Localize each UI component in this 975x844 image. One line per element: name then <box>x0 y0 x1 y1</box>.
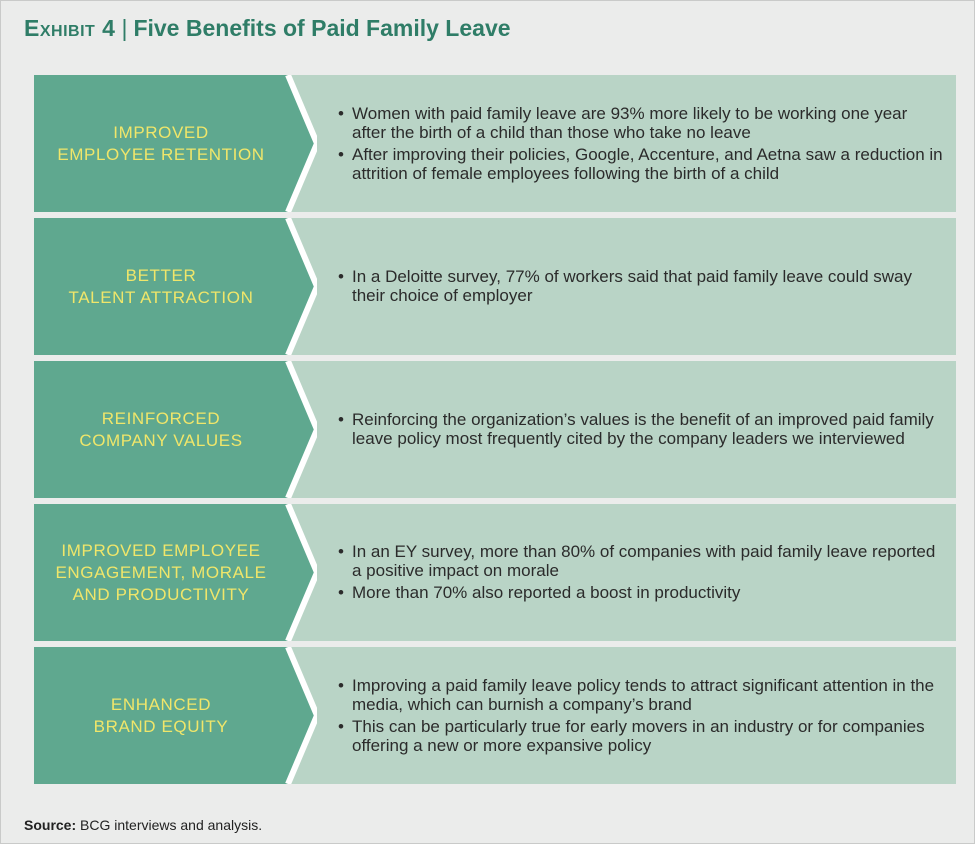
benefit-bullet: This can be particularly true for early … <box>334 717 946 755</box>
benefit-bullets: Women with paid family leave are 93% mor… <box>334 75 946 212</box>
benefit-bullets: Reinforcing the organization’s values is… <box>334 361 946 498</box>
benefit-bullet: Improving a paid family leave policy ten… <box>334 676 946 714</box>
benefit-label: IMPROVED EMPLOYEE RETENTION <box>57 122 265 164</box>
benefit-bullets: In an EY survey, more than 80% of compan… <box>334 504 946 641</box>
benefit-row: IMPROVED EMPLOYEE ENGAGEMENT, MORALE AND… <box>34 504 956 641</box>
benefit-bullets: In a Deloitte survey, 77% of workers sai… <box>334 218 946 355</box>
benefit-bullets: Improving a paid family leave policy ten… <box>334 647 946 784</box>
benefit-row: BETTER TALENT ATTRACTION In a Deloitte su… <box>34 218 956 355</box>
benefit-bullet: After improving their policies, Google, … <box>334 145 946 183</box>
benefit-bullet: In an EY survey, more than 80% of compan… <box>334 542 946 580</box>
source-text: BCG interviews and analysis. <box>76 817 263 833</box>
title-separator: | <box>121 15 128 41</box>
benefit-chevron: IMPROVED EMPLOYEE RETENTION <box>34 75 317 212</box>
benefit-bullet: Reinforcing the organization’s values is… <box>334 410 946 448</box>
title-text: Five Benefits of Paid Family Leave <box>133 15 511 41</box>
benefit-label: IMPROVED EMPLOYEE ENGAGEMENT, MORALE AND… <box>55 540 267 604</box>
benefit-label: BETTER TALENT ATTRACTION <box>68 265 254 307</box>
benefit-chevron: BETTER TALENT ATTRACTION <box>34 218 317 355</box>
benefit-bullet: Women with paid family leave are 93% mor… <box>334 104 946 142</box>
benefit-chevron: REINFORCED COMPANY VALUES <box>34 361 317 498</box>
benefit-chevron: IMPROVED EMPLOYEE ENGAGEMENT, MORALE AND… <box>34 504 317 641</box>
source-label: Source: <box>24 817 77 833</box>
benefit-bullet: More than 70% also reported a boost in p… <box>334 583 946 602</box>
exhibit-title: Exhibit 4|Five Benefits of Paid Family L… <box>24 15 511 42</box>
exhibit-number: Exhibit 4 <box>24 15 116 41</box>
benefit-label: REINFORCED COMPANY VALUES <box>79 408 243 450</box>
benefit-bullet: In a Deloitte survey, 77% of workers sai… <box>334 267 946 305</box>
benefit-chevron: ENHANCED BRAND EQUITY <box>34 647 317 784</box>
benefit-row: ENHANCED BRAND EQUITY Improving a paid fa… <box>34 647 956 784</box>
source-note: Source: BCG interviews and analysis. <box>24 817 262 833</box>
benefit-label: ENHANCED BRAND EQUITY <box>93 694 229 736</box>
benefit-row: IMPROVED EMPLOYEE RETENTION Women with pa… <box>34 75 956 212</box>
benefit-row: REINFORCED COMPANY VALUES Reinforcing the… <box>34 361 956 498</box>
